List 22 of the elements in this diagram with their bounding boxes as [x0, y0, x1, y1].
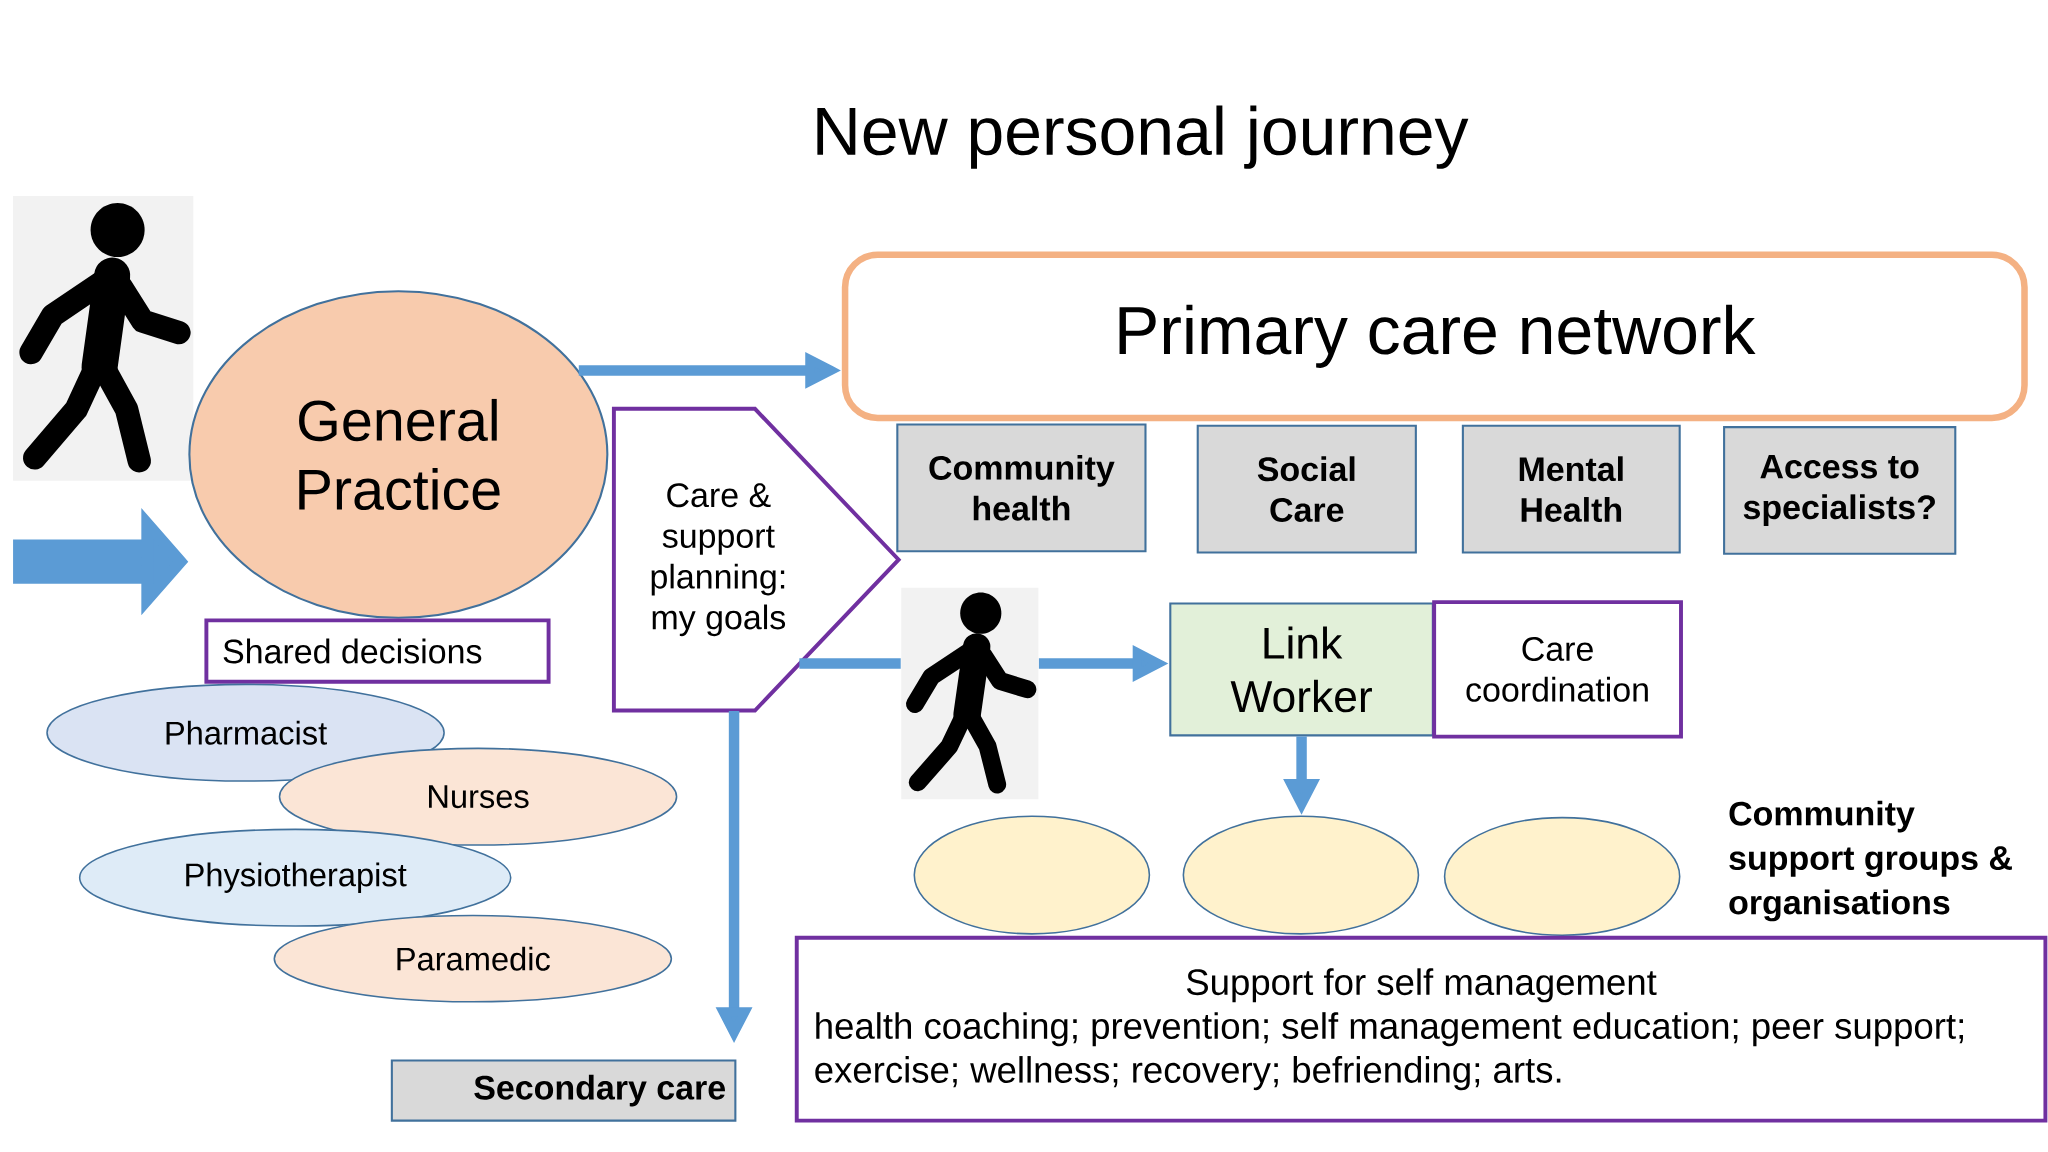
ellipse-bubble: Pharmacist — [46, 683, 445, 782]
ellipse-bubble: General Practice — [188, 290, 609, 619]
service-box: Community health — [896, 423, 1147, 553]
process-box: Link Worker — [1169, 602, 1434, 737]
service-box: Access to specialists? — [1723, 426, 1957, 555]
label-box: Shared decisions — [204, 618, 551, 684]
process-box: Care coordination — [1432, 600, 1683, 739]
pentagon-box: Care & support planning: my goals — [611, 406, 902, 713]
ellipse-shape — [1182, 815, 1420, 935]
walking-person-icon — [901, 587, 1039, 800]
ellipse-shape — [913, 815, 1151, 935]
service-box: Mental Health — [1461, 424, 1681, 554]
note-text: Community support groups & organisations — [1729, 800, 2012, 922]
title: New personal journey — [817, 105, 1469, 169]
network-box: Primary care network — [841, 251, 2028, 422]
ellipse-bubble: Nurses — [278, 747, 678, 846]
service-box: Social Care — [1196, 424, 1417, 554]
ellipse-bubble: Physiotherapist — [78, 828, 512, 927]
text-box: Support for self management health coaching; prevention; self management education; peer support; exercise; wellness; recovery; befriending; arts. — [794, 935, 2048, 1123]
service-box: Secondary care — [390, 1059, 737, 1122]
ellipse-bubble: Paramedic — [273, 914, 673, 1003]
ellipse-shape — [1443, 816, 1681, 936]
